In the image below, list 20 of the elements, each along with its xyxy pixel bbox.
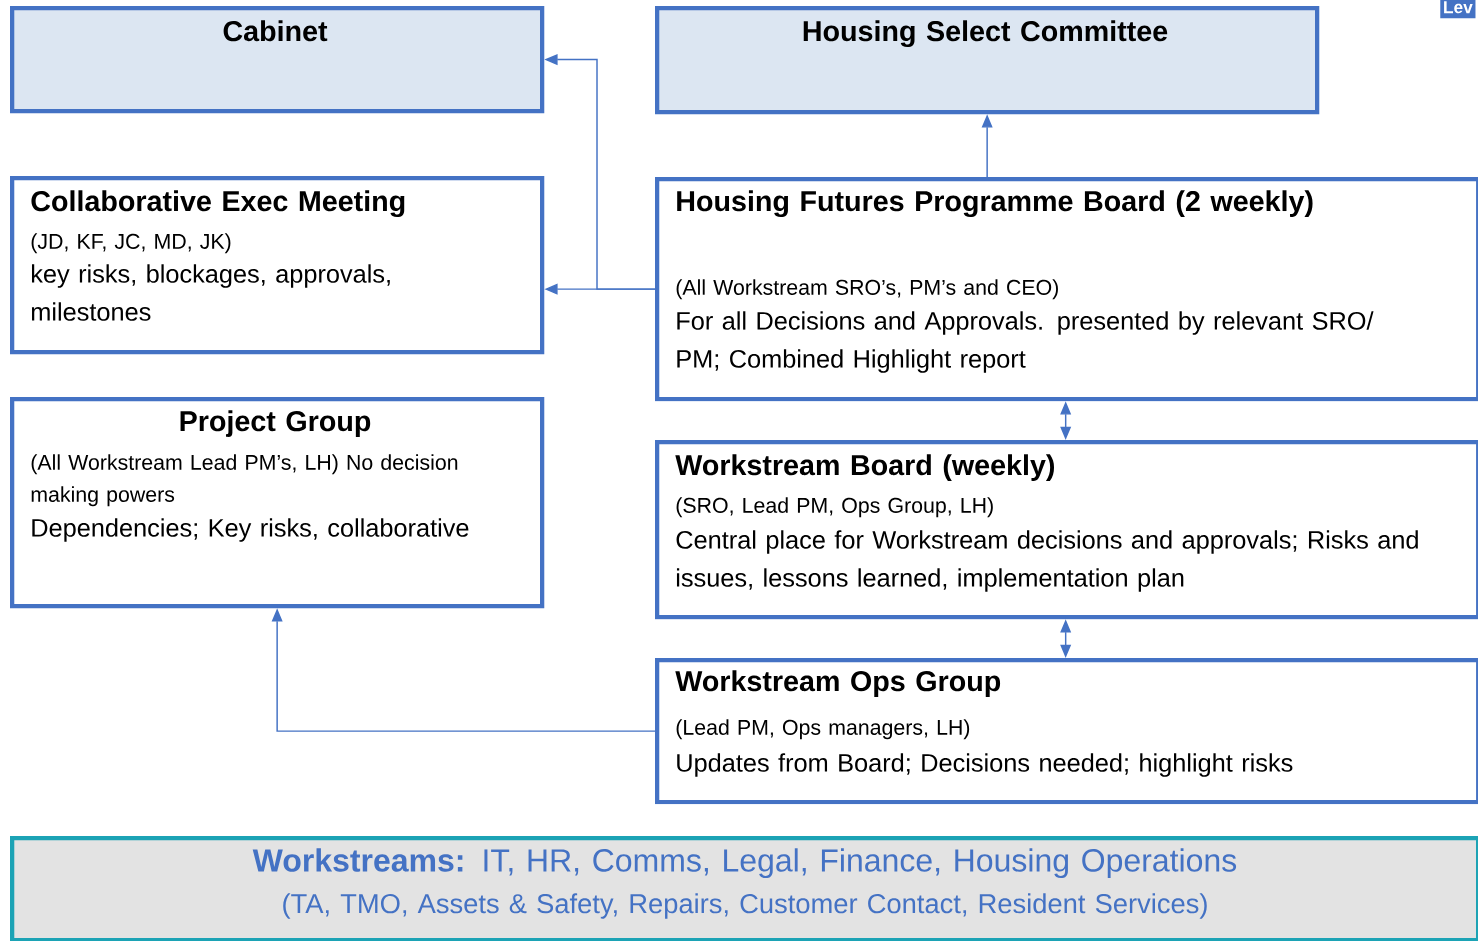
box-text: Updates from Board; Decisions needed; highlight risks	[677, 753, 1293, 777]
box-heading: Workstream Ops Group	[675, 670, 1001, 697]
box-text: key risks, blockages, approvals, milestones	[31, 264, 390, 321]
box-subtitle: (All Workstream Lead PM’s, LH) No decision making powers	[31, 454, 458, 507]
box-subtitle: (JD, KF, JC, MD, JK)	[31, 233, 231, 254]
box-text: For all Decisions and Approvals. presented by relevant SRO/ PM; Combined Highlight report	[677, 311, 1374, 373]
box-heading: Cabinet	[223, 20, 328, 42]
box-text: Dependencies; Key risks, collaborative	[32, 518, 469, 542]
workstreams-subtext: (TA, TMO, Assets & Safety, Repairs, Customer Contact, Resident Services)	[283, 893, 1207, 919]
box-subtitle: (All Workstream SRO’s, PM’s and CEO)	[676, 279, 1058, 300]
box-heading: Project Group	[180, 410, 371, 437]
box-heading: Collaborative Exec Meeting	[31, 190, 405, 218]
box-heading: Housing Select Committee	[803, 20, 1168, 48]
box-heading: Workstream Board (weekly)	[675, 454, 1054, 481]
tab-label: Lev	[1440, 0, 1476, 19]
workstreams-text: Workstreams: IT, HR, Comms, Legal, Finance, Housing Operations	[252, 848, 1237, 879]
box-heading: Housing Futures Programme Board (2 weekly)	[677, 190, 1313, 218]
box-subtitle: (Lead PM, Ops managers, LH)	[676, 719, 970, 740]
box-subtitle: (SRO, Lead PM, Ops Group, LH)	[676, 497, 993, 518]
box-text: Central place for Workstream decisions and approvals; Risks and issues, lessons learned, implementation plan	[676, 530, 1418, 592]
